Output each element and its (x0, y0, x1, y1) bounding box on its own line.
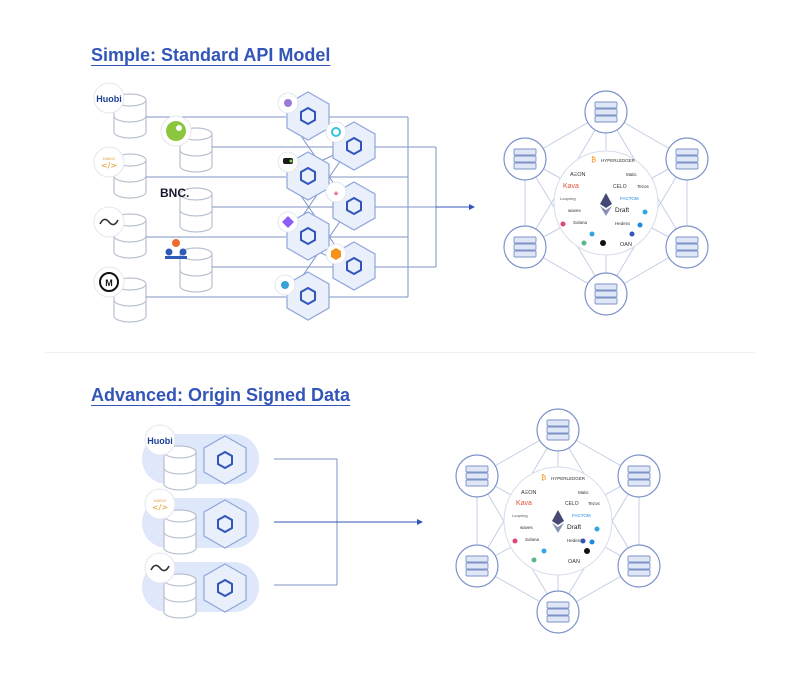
svg-text:Kava: Kava (563, 183, 579, 190)
svg-text:M: M (105, 278, 113, 288)
brave-new-coin-node-logo (165, 239, 187, 259)
svg-text:Huobi: Huobi (96, 94, 122, 104)
linkpool-badge (277, 92, 299, 114)
svg-text:₿: ₿ (591, 156, 596, 164)
svg-text:HYPERLEDGER: HYPERLEDGER (601, 158, 636, 163)
node-badge-c (325, 243, 347, 265)
svg-text:FACTOM: FACTOM (572, 513, 591, 518)
svg-text:KAIKO: KAIKO (103, 156, 115, 161)
svg-text:</>: </> (152, 503, 168, 512)
signed-source-pill-3 (142, 552, 259, 619)
advanced-model-title: Advanced: Origin Signed Data (91, 385, 351, 405)
svg-text:ΑΞON: ΑΞON (570, 172, 586, 178)
svg-text:Hedera: Hedera (567, 538, 582, 543)
stakefish-badge (277, 151, 299, 173)
svg-text:Draft: Draft (615, 207, 629, 214)
amberdata-logo (93, 206, 125, 238)
chainlayer-badge (277, 211, 299, 233)
svg-text:HYPERLEDGER: HYPERLEDGER (551, 476, 586, 481)
svg-text:BNC.: BNC. (160, 186, 189, 200)
section-divider (45, 352, 755, 353)
svg-text:Draft: Draft (567, 524, 581, 531)
svg-text:KAIKO: KAIKO (154, 498, 166, 503)
node-badge-a (325, 121, 347, 143)
huobi-logo: Huobi (93, 82, 125, 114)
svg-text:OAN: OAN (620, 242, 632, 248)
bnc-logo: BNC. (160, 186, 189, 200)
kaiko-logo: KAIKO </> (93, 146, 125, 178)
svg-text:CELO: CELO (565, 501, 579, 507)
svg-text:Solana: Solana (573, 220, 588, 225)
svg-text:Loopring: Loopring (560, 196, 576, 201)
signed-source-pill-2: KAIKO </> (142, 488, 259, 555)
svg-text:waves: waves (568, 208, 582, 213)
svg-text:◈: ◈ (334, 191, 339, 197)
coinmetrics-logo: M (93, 266, 125, 298)
svg-text:</>: </> (101, 161, 117, 170)
svg-text:waves: waves (520, 525, 534, 530)
svg-text:Hedera: Hedera (615, 221, 630, 226)
svg-text:ΑΞON: ΑΞON (521, 490, 537, 496)
svg-text:Tezos: Tezos (637, 184, 650, 189)
bottom-blockchain-network: ₿ HYPERLEDGER ΑΞON Matic Kava CELO Tezos… (455, 408, 661, 634)
coingecko-logo (160, 115, 192, 147)
node-badge-b: ◈ (325, 181, 347, 203)
simple-model-title: Simple: Standard API Model (91, 45, 331, 65)
signed-source-pill-1: Huobi (142, 424, 259, 491)
validation-badge (274, 274, 296, 296)
svg-text:Solana: Solana (525, 537, 540, 542)
svg-text:FACTOM: FACTOM (620, 196, 639, 201)
svg-text:Tezos: Tezos (588, 501, 601, 506)
svg-text:CELO: CELO (613, 184, 627, 190)
svg-text:OAN: OAN (568, 559, 580, 565)
svg-text:Matic: Matic (578, 490, 590, 495)
svg-text:₿: ₿ (541, 474, 546, 482)
svg-text:Matic: Matic (626, 172, 638, 177)
svg-text:Loopring: Loopring (512, 513, 528, 518)
svg-text:Huobi: Huobi (147, 436, 173, 446)
svg-text:Kava: Kava (516, 500, 532, 507)
top-blockchain-network: ₿ HYPERLEDGER ΑΞON Matic Kava CELO Tezos… (503, 90, 709, 316)
